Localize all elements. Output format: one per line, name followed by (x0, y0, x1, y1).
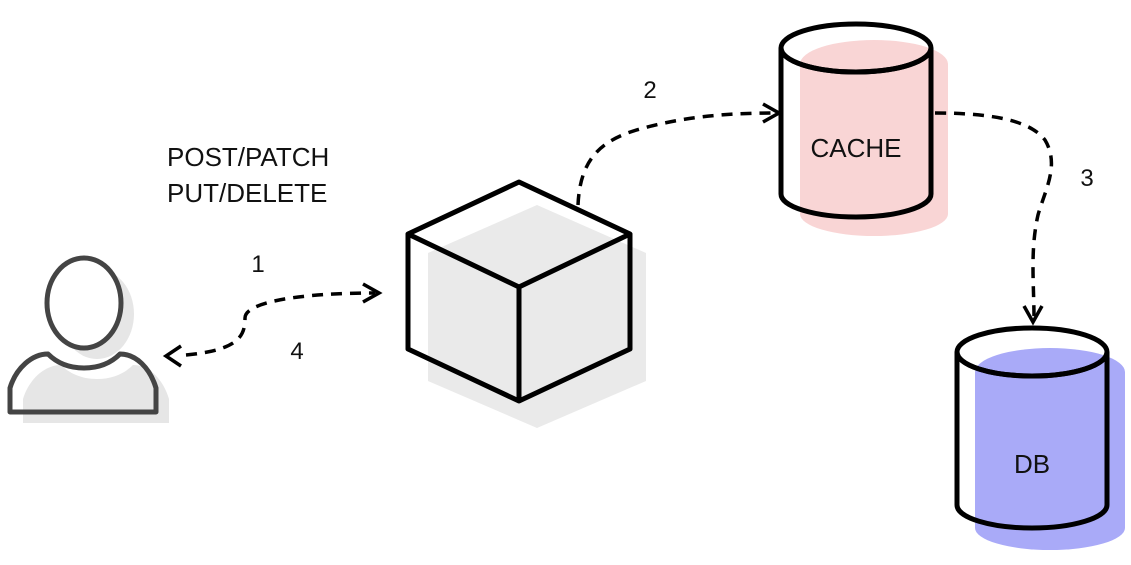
request-methods-line2: PUT/DELETE (167, 178, 327, 208)
edge-label-2: 2 (643, 77, 656, 104)
server-cube-icon (405, 179, 646, 428)
edge-label-3: 3 (1080, 165, 1093, 192)
database-cylinder-icon (954, 325, 1110, 531)
db-label: DB (1014, 449, 1050, 479)
request-methods-line1: POST/PATCH (167, 142, 329, 172)
arrowhead-icon (362, 282, 383, 304)
arrowhead-icon (762, 102, 783, 124)
cache-node: CACHE (778, 21, 948, 236)
edge-server-to-cache (576, 102, 783, 206)
client-user-icon (7, 255, 169, 423)
db-node: DB (954, 325, 1125, 550)
client-body (7, 351, 159, 415)
arrowhead-icon (1022, 305, 1044, 326)
db-fill (975, 348, 1125, 550)
edge-cache-to-db (934, 111, 1054, 326)
edge-label-1: 1 (251, 251, 264, 278)
client-head (44, 255, 124, 351)
server-shadow (428, 205, 646, 428)
cache-label: CACHE (810, 133, 901, 163)
database-cylinder-icon (778, 21, 934, 220)
arrowhead-icon (162, 344, 182, 368)
edge-label-4: 4 (290, 338, 303, 365)
edge-client-to-server (162, 282, 383, 368)
